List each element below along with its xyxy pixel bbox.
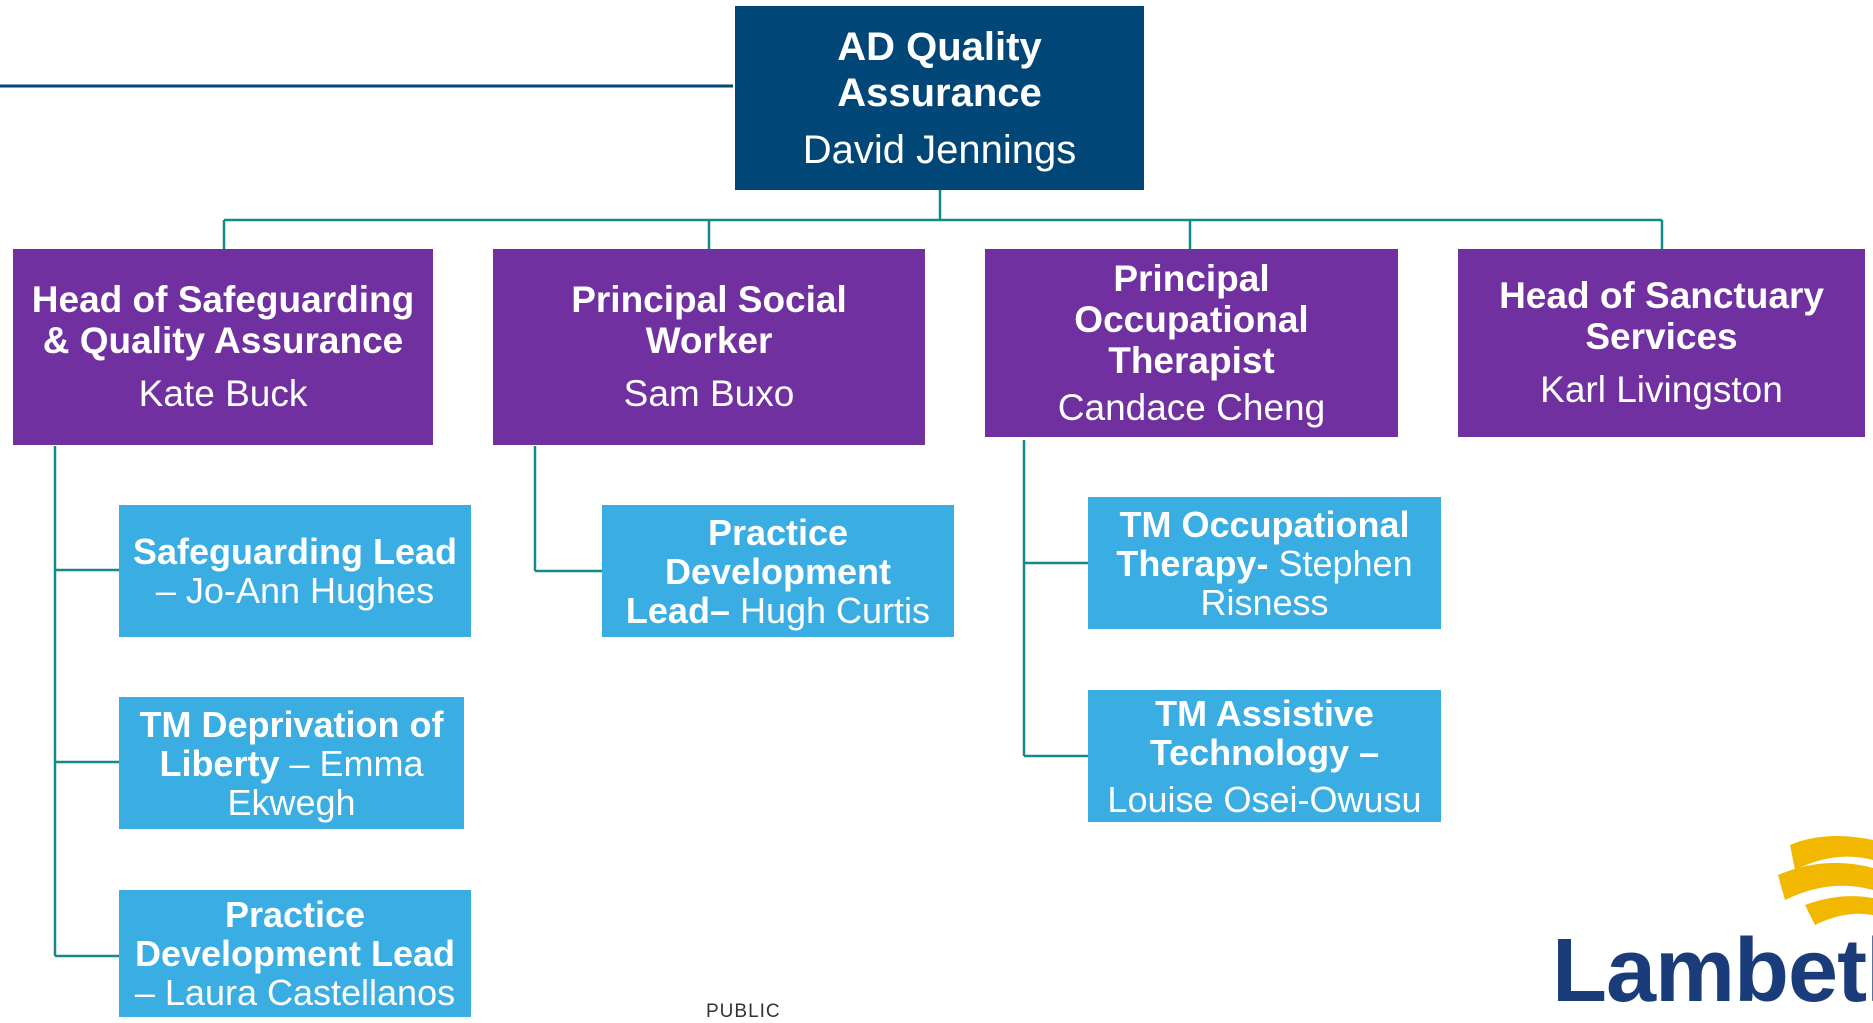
head-name: Candace Cheng xyxy=(1057,386,1326,428)
report-role: TM Deprivation of Liberty xyxy=(139,703,444,784)
report-box-tm-occupational-therapy: TM Occupational Therapy- Stephen Risness xyxy=(1088,497,1441,629)
report-name: – Emma Ekwegh xyxy=(227,742,424,823)
report-role: Practice Development Lead– xyxy=(625,511,892,631)
report-name: – Jo-Ann Hughes xyxy=(155,570,435,611)
report-role: Safeguarding Lead xyxy=(132,531,458,572)
top-box: AD Quality Assurance David Jennings xyxy=(735,6,1144,190)
lambeth-logo: Lambeth xyxy=(1540,830,1873,1021)
head-name: Kate Buck xyxy=(138,373,308,414)
report-name: Louise Osei-Owusu xyxy=(1107,778,1422,820)
head-role: Head of Sanctuary Services xyxy=(1499,275,1824,357)
report-box-practice-development-safeguarding: Practice Development Lead – Laura Castel… xyxy=(119,890,471,1017)
head-role: Principal Social Worker xyxy=(571,279,847,361)
head-name: Karl Livingston xyxy=(1540,369,1783,410)
report-text: TM Occupational Therapy- Stephen Risness xyxy=(1105,505,1425,622)
report-text: Practice Development Lead – Laura Castel… xyxy=(125,895,465,1012)
head-box-social-work: Principal Social Worker Sam Buxo xyxy=(493,249,925,445)
report-name: Stephen Risness xyxy=(1200,542,1413,623)
report-box-safeguarding-lead: Safeguarding Lead – Jo-Ann Hughes xyxy=(119,505,471,637)
logo-swoosh-icon xyxy=(1778,836,1873,925)
report-name: Hugh Curtis xyxy=(739,589,931,631)
top-name: David Jennings xyxy=(802,127,1077,172)
report-name: – Laura Castellanos xyxy=(134,972,456,1013)
report-role: Practice Development Lead xyxy=(134,894,456,974)
logo-wordmark: Lambeth xyxy=(1552,921,1873,1021)
head-name: Sam Buxo xyxy=(623,373,795,414)
head-role: Head of Safeguarding & Quality Assurance xyxy=(31,279,415,361)
report-box-practice-development-social-work: Practice Development Lead– Hugh Curtis xyxy=(602,505,954,637)
report-role: TM Assistive Technology – xyxy=(1149,692,1380,773)
report-text: Practice Development Lead– Hugh Curtis xyxy=(613,513,943,630)
report-box-tm-assistive-technology: TM Assistive Technology – Louise Osei-Ow… xyxy=(1088,690,1441,822)
classification-footer: PUBLIC xyxy=(706,1001,781,1022)
top-role: AD Quality Assurance xyxy=(837,24,1042,115)
head-box-safeguarding: Head of Safeguarding & Quality Assurance… xyxy=(13,249,433,445)
report-box-deprivation-of-liberty: TM Deprivation of Liberty – Emma Ekwegh xyxy=(119,697,464,829)
report-role: TM Occupational Therapy- xyxy=(1116,503,1410,584)
report-text: Safeguarding Lead – Jo-Ann Hughes xyxy=(133,532,457,610)
head-box-occupational-therapy: Principal Occupational Therapist Candace… xyxy=(985,249,1398,437)
report-text: TM Deprivation of Liberty – Emma Ekwegh xyxy=(127,705,457,822)
head-role: Principal Occupational Therapist xyxy=(1074,257,1309,381)
head-box-sanctuary: Head of Sanctuary Services Karl Livingst… xyxy=(1458,249,1865,437)
